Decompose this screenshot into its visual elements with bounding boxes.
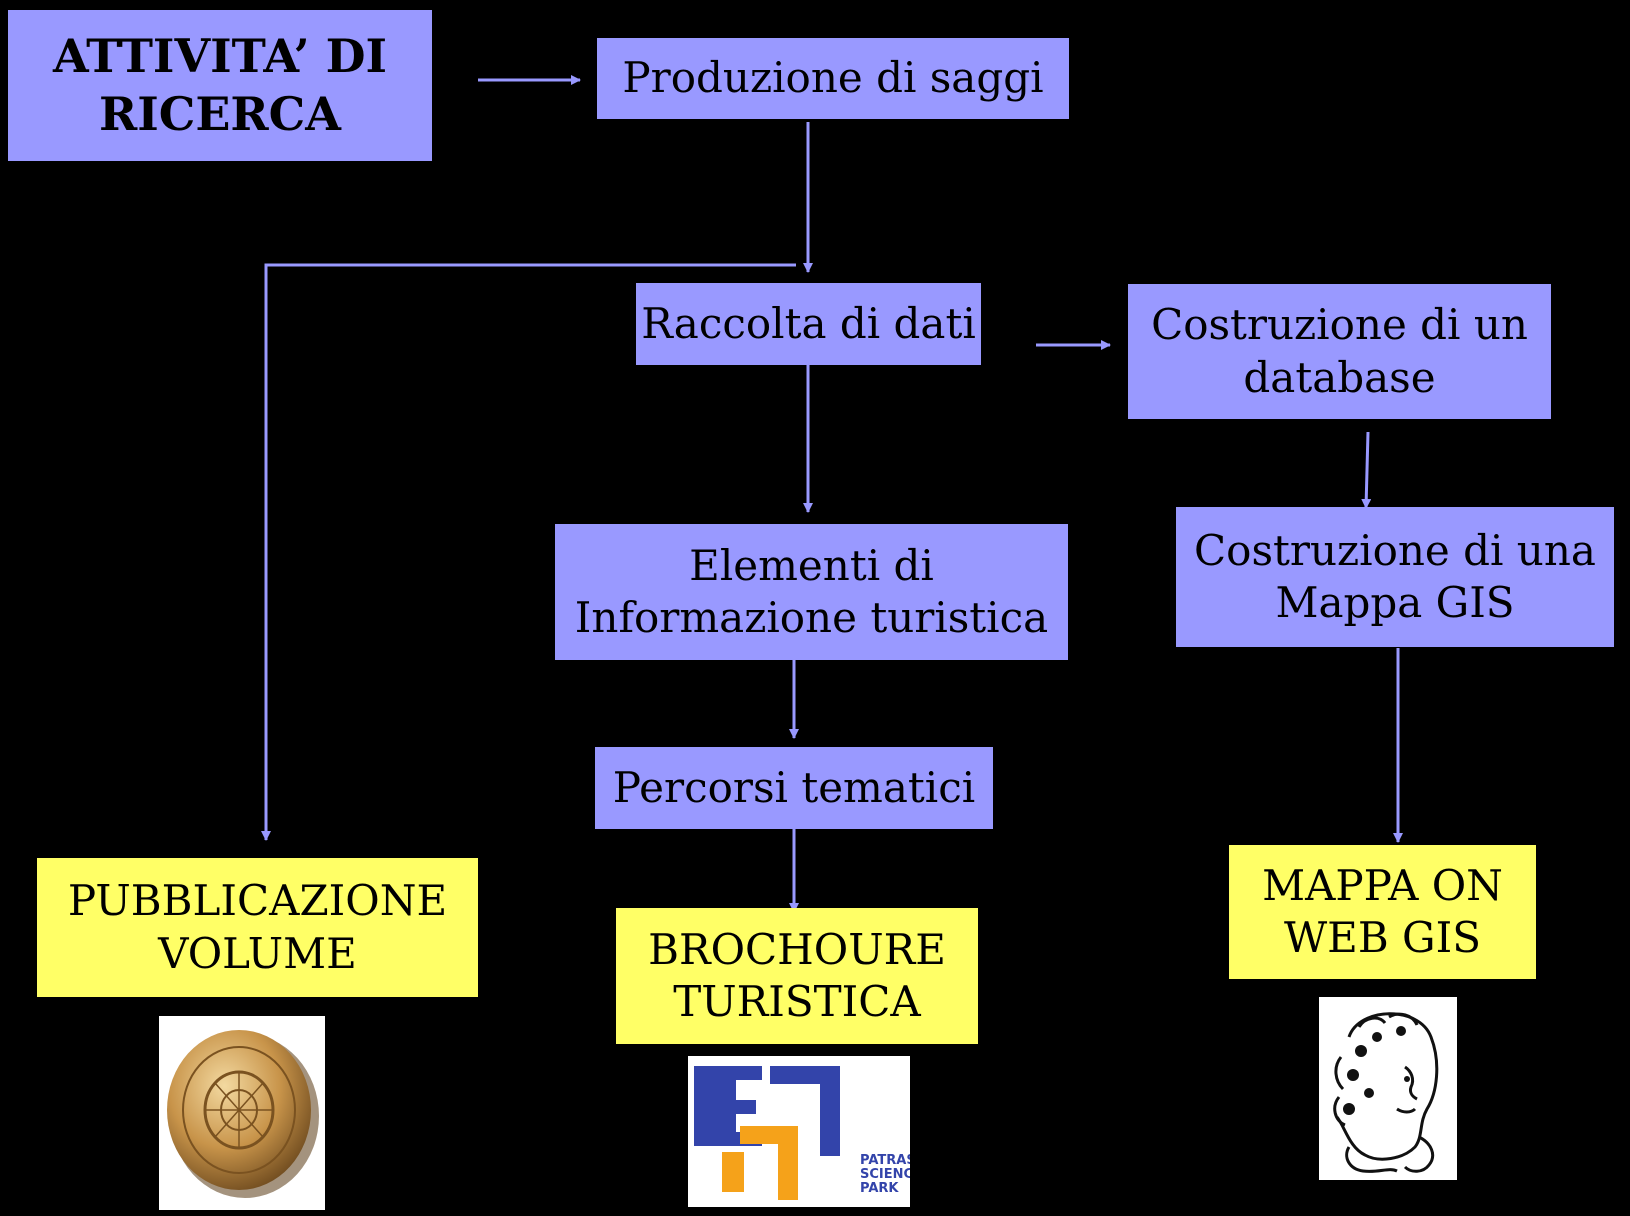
node-pubblicazione-volume: PUBBLICAZIONE VOLUME: [37, 858, 478, 997]
patras-logo-line-3: PARK: [860, 1181, 899, 1196]
arrow-database-mappa-gis: [1361, 431, 1372, 509]
node-elementi-informazione: Elementi di Informazione turistica: [555, 524, 1068, 660]
node-raccolta-di-dati: Raccolta di dati: [636, 283, 981, 365]
university-seal-icon: [159, 1016, 325, 1210]
arrow-to-pubblicazione: [261, 263, 796, 841]
node-mappa-web-gis: MAPPA ON WEB GIS: [1229, 845, 1536, 979]
node-brochoure-turistica: BROCHOURE TURISTICA: [616, 908, 978, 1044]
patras-logo-line-2: SCIENCE: [860, 1167, 910, 1182]
node-costruzione-mappa-gis: Costruzione di una Mappa GIS: [1176, 507, 1614, 647]
classical-head-engraving-icon: [1319, 997, 1457, 1180]
node-percorsi-tematici: Percorsi tematici: [595, 747, 993, 829]
node-attivita-di-ricerca: ATTIVITA’ DI RICERCA: [8, 10, 432, 161]
node-costruzione-database: Costruzione di un database: [1128, 284, 1551, 419]
node-produzione-di-saggi: Produzione di saggi: [597, 38, 1069, 119]
